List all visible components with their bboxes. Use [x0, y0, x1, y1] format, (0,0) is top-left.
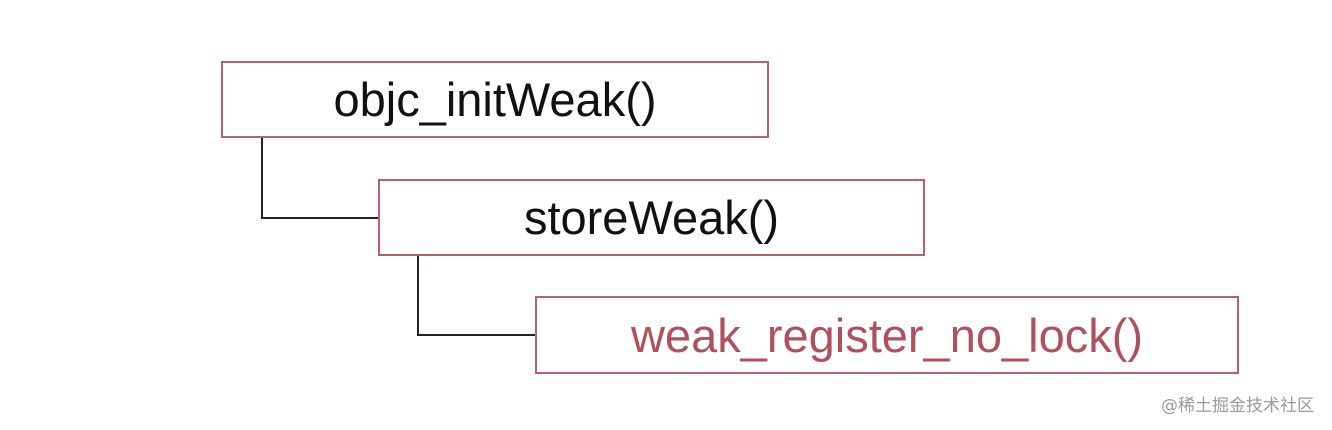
node-weak-register-no-lock: weak_register_no_lock(): [535, 296, 1239, 374]
watermark: @稀土掘金技术社区: [1161, 396, 1314, 416]
node-label-weak-register-no-lock: weak_register_no_lock(): [630, 308, 1144, 362]
node-objc-initweak: objc_initWeak(): [221, 61, 769, 138]
node-label-objc-initweak: objc_initWeak(): [333, 73, 657, 126]
node-label-storeweak: storeWeak(): [523, 191, 780, 244]
node-storeweak: storeWeak(): [378, 179, 925, 256]
connector-node2-to-node3: [417, 256, 535, 336]
connector-node1-to-node2: [261, 138, 378, 219]
